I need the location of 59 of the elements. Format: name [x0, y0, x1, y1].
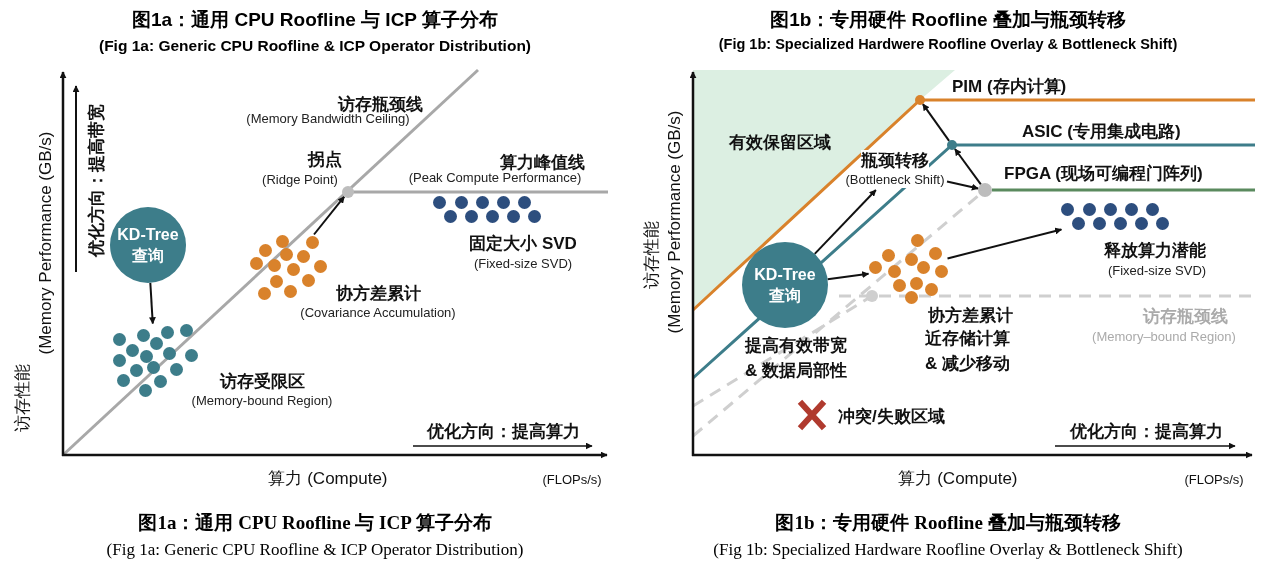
annotation-text: (FLOPs/s): [542, 471, 602, 489]
axis-label: 访存性能: [641, 221, 663, 289]
figure-title: 图1b：专用硬件 Roofline 叠加与瓶颈转移: [770, 8, 1126, 32]
arrow: [313, 195, 346, 236]
annotation-text: 算力 (Compute): [268, 468, 388, 490]
node-caption: 访存受限区: [219, 371, 305, 393]
node-caption: 近存储计算 & 减少移动: [925, 328, 1011, 375]
dot-cluster: [112, 323, 198, 397]
node-caption: (Memory-bound Region): [191, 392, 333, 410]
annotation-text: PIM (存内计算): [952, 76, 1067, 98]
arrow: [946, 227, 1063, 260]
dot-cluster: [249, 234, 327, 300]
ridge-point: [342, 186, 354, 198]
axis-label: 优化方向：提高带宽: [86, 103, 108, 257]
arrow: [946, 180, 980, 191]
node-caption: 释放算力潜能: [1104, 240, 1206, 262]
annotation-block: 瓶颈转移 (Bottleneck Shift): [843, 150, 947, 190]
arrow: [953, 148, 982, 186]
annotation-text: 冲突/失败区域: [838, 406, 945, 428]
annotation-text: (FLOPs/s): [1184, 471, 1244, 489]
ridge-point: [978, 183, 992, 197]
annotation-text: 优化方向：提高算力: [1069, 421, 1223, 443]
annotation-text: 优化方向：提高算力: [426, 421, 580, 443]
annotation-text: 有效保留区域: [729, 132, 831, 154]
annotation-text: 算力 (Compute): [898, 468, 1018, 490]
annotation-text: (Memory–bound Region): [1092, 328, 1236, 346]
figure-title: 图1a：通用 CPU Roofline 与 ICP 算子分布: [132, 8, 498, 32]
node-caption: 固定大小 SVD: [469, 233, 577, 255]
axis-label: 访存性能: [12, 364, 34, 432]
figure-title: (Fig 1b: Specialized Hardwere Roofline Overlay & Bottleneck Shift): [718, 35, 1178, 54]
node-caption: 提高有效带宽 & 数据局部性: [745, 335, 848, 382]
figure-title: (Fig 1a: Generic CPU Roofline & ICP Operator Distribution): [99, 36, 531, 56]
node-caption: 协方差累计: [928, 305, 1013, 327]
axis-label: (Memory Performance (GB/s): [664, 110, 686, 334]
figure-caption: 图1a：通用 CPU Roofline 与 ICP 算子分布: [138, 511, 492, 535]
dot-cluster: [432, 195, 541, 223]
node-caption: (Fixed-size SVD): [473, 255, 573, 273]
node-caption: (Ridge Point): [262, 171, 338, 189]
annotation-text: ASIC (专用集成电路): [1022, 121, 1181, 143]
arrow: [813, 189, 877, 255]
node-caption: 协方差累计: [335, 283, 421, 305]
figure-caption: (Fig 1a: Generic CPU Roofline & ICP Operator Distribution): [106, 539, 524, 561]
annotation-text: 访存瓶颈线: [1142, 306, 1228, 328]
node-caption: 拐点: [308, 149, 342, 171]
dot-cluster: [1060, 202, 1169, 230]
ridge-point: [947, 140, 957, 150]
ridge-point: [915, 95, 925, 105]
figure-caption: 图1b：专用硬件 Roofline 叠加与瓶颈转移: [775, 511, 1121, 535]
annotation-text: 算力峰值线: [499, 152, 585, 173]
annotation-text: FPGA (现场可编程门阵列): [1004, 163, 1203, 185]
axis-label: (Memory Performance (GB/s): [35, 131, 57, 355]
node-caption: (Covariance Accumulation): [300, 304, 456, 322]
dot-cluster: [868, 233, 948, 304]
arrow: [921, 103, 951, 142]
node-caption: (Fixed-size SVD): [1107, 262, 1207, 280]
arrow: [148, 281, 156, 325]
annotation-text: (Peak Compute Performance): [408, 170, 582, 187]
figure-caption: (Fig 1b: Specialized Hardware Roofline Overlay & Bottleneck Shift): [713, 539, 1183, 561]
arrow: [826, 271, 870, 281]
